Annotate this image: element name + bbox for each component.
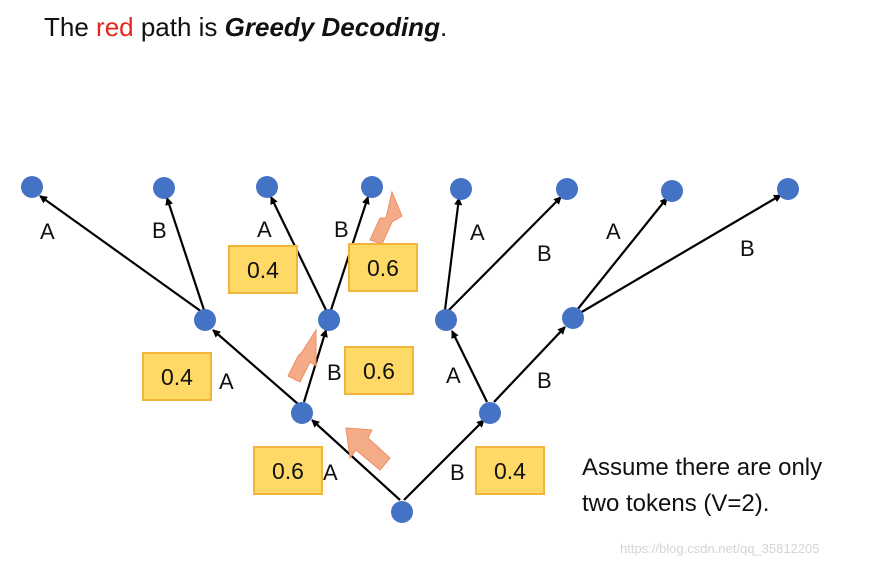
edge-label-aa-b: B	[152, 218, 167, 243]
edge-label-root-b: B	[450, 460, 465, 485]
prob-box-ab-a: 0.4	[228, 245, 298, 294]
prob-value-a-a: 0.4	[161, 364, 193, 390]
edge-label-ba-a: A	[470, 220, 485, 245]
edge-label-ba-b: B	[537, 241, 552, 266]
tree-node-bab	[556, 178, 578, 200]
edge-label-ab-b: B	[334, 217, 349, 242]
prob-value-root-a: 0.6	[272, 458, 304, 484]
greedy-arrow-step1	[345, 427, 391, 471]
edge-root-a	[311, 419, 401, 501]
prob-box-ab-b: 0.6	[348, 243, 418, 292]
edge-label-bb-a: A	[606, 219, 621, 244]
edge-a-a	[212, 329, 299, 405]
prob-box-a-b: 0.6	[344, 346, 414, 395]
edge-label-a-a: A	[219, 369, 234, 394]
greedy-arrow-step3	[369, 190, 403, 245]
edge-label-aa-a: A	[40, 219, 55, 244]
title-prefix: The	[44, 12, 97, 42]
note-line-2: two tokens (V=2).	[582, 490, 770, 517]
edge-ba-b	[448, 196, 562, 311]
edge-a-b	[302, 329, 328, 403]
tree-node-b	[479, 402, 501, 424]
prob-value-ab-a: 0.4	[247, 257, 279, 283]
edge-label-ab-a: A	[257, 217, 272, 242]
diagram-title: The red path is Greedy Decoding.	[44, 12, 447, 43]
edge-root-b	[403, 419, 485, 501]
edge-label-a-b: B	[327, 360, 342, 385]
tree-node-aba	[256, 176, 278, 198]
prob-box-root-b: 0.4	[475, 446, 545, 495]
tree-node-aaa	[21, 176, 43, 198]
edge-b-b	[493, 326, 566, 403]
edge-bb-a	[576, 197, 668, 311]
greedy-arrow-step2	[287, 328, 317, 383]
edge-ab-a	[270, 196, 327, 311]
tree-node-a	[291, 402, 313, 424]
tree-node-ab	[318, 309, 340, 331]
tree-node-root	[391, 501, 413, 523]
edge-ba-a	[443, 197, 463, 311]
tree-node-ba	[435, 309, 457, 331]
edge-bb-b	[579, 194, 782, 314]
prob-value-ab-b: 0.6	[367, 255, 399, 281]
title-suffix: .	[439, 12, 448, 42]
tree-node-bbb	[777, 178, 799, 200]
title-emphasis: Greedy Decoding	[224, 12, 440, 42]
prob-value-a-b: 0.6	[363, 358, 395, 384]
edge-label-root-a: A	[323, 460, 338, 485]
title-middle: path is	[133, 12, 225, 42]
edge-aa-b	[165, 197, 206, 311]
tree-node-abb	[361, 176, 383, 198]
edge-label-bb-b: B	[740, 236, 755, 261]
tree-node-aa	[194, 309, 216, 331]
prob-box-root-a: 0.6	[253, 446, 323, 495]
edge-b-a	[451, 330, 488, 403]
prob-box-a-a: 0.4	[142, 352, 212, 401]
edge-aa-a	[39, 195, 203, 313]
tree-node-aab	[153, 177, 175, 199]
edge-label-b-b: B	[537, 368, 552, 393]
note-line-1: Assume there are only	[582, 454, 823, 481]
edge-label-b-a: A	[446, 363, 461, 388]
assumption-note: Assume there are only two tokens (V=2).	[582, 450, 822, 522]
tree-node-bba	[661, 180, 683, 202]
tree-node-baa	[450, 178, 472, 200]
tree-node-bb	[562, 307, 584, 329]
title-highlight-red: red	[96, 12, 134, 42]
watermark: https://blog.csdn.net/qq_35812205	[620, 541, 820, 556]
prob-value-root-b: 0.4	[494, 458, 526, 484]
